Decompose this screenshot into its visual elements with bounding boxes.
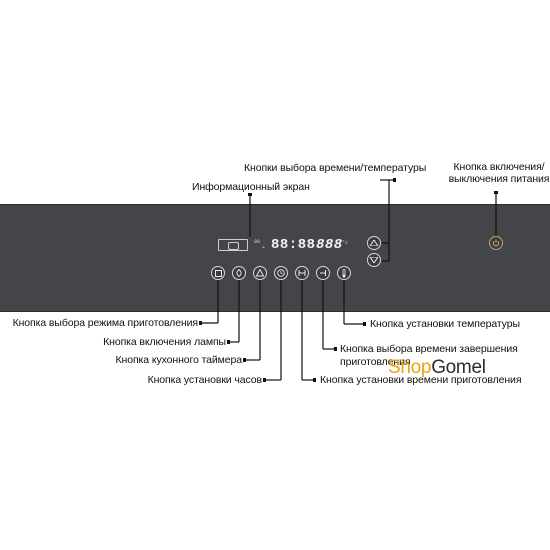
mode-indicator-icon bbox=[218, 239, 248, 251]
lamp-button[interactable] bbox=[232, 266, 246, 280]
temp-up-button[interactable] bbox=[367, 236, 381, 250]
clock-icon bbox=[277, 269, 285, 277]
display-time: 88:88 bbox=[271, 237, 316, 253]
square-icon bbox=[214, 269, 222, 277]
time-temp-select-label: Кнопки выбора времени/температуры bbox=[244, 162, 427, 174]
lamp-icon bbox=[236, 269, 242, 277]
temp-down-button[interactable] bbox=[367, 253, 381, 267]
kitchen-timer-button[interactable] bbox=[253, 266, 267, 280]
duration-icon bbox=[298, 270, 306, 276]
kitchen-timer-label: Кнопка кухонного таймера bbox=[115, 354, 243, 366]
up-arrow-icon bbox=[370, 240, 378, 246]
end-time-icon bbox=[320, 270, 326, 276]
control-panel bbox=[0, 204, 550, 312]
logo-part-shop: Shop bbox=[388, 357, 432, 378]
power-label: Кнопка включения/ выключения питания bbox=[448, 161, 550, 185]
display-mini-symbol: + bbox=[262, 245, 266, 251]
end-time-button[interactable] bbox=[316, 266, 330, 280]
info-screen: 88 + 88:88 888 °c bbox=[218, 237, 350, 253]
display-units: °c bbox=[342, 240, 349, 246]
display-mini-indicator: 88 bbox=[254, 239, 261, 245]
bell-icon bbox=[256, 269, 264, 277]
power-icon bbox=[492, 239, 500, 247]
logo-part-gomel: Gomel bbox=[431, 357, 486, 378]
temperature-label: Кнопка установки температуры bbox=[370, 318, 520, 330]
thermometer-icon bbox=[342, 268, 346, 277]
cook-mode-label: Кнопка выбора режима приготовления bbox=[12, 317, 199, 329]
lamp-label: Кнопка включения лампы bbox=[103, 336, 226, 348]
power-button[interactable] bbox=[489, 236, 503, 250]
cook-time-button[interactable] bbox=[295, 266, 309, 280]
cook-mode-button[interactable] bbox=[211, 266, 225, 280]
cook-time-label: Кнопка установки времени приготовления bbox=[320, 374, 522, 386]
info-screen-label: Информационный экран bbox=[192, 181, 310, 193]
shopgomel-logo: ShopGomel bbox=[388, 357, 486, 379]
clock-button[interactable] bbox=[274, 266, 288, 280]
clock-label: Кнопка установки часов bbox=[147, 374, 263, 386]
temperature-button[interactable] bbox=[337, 266, 351, 280]
display-temperature: 888 bbox=[316, 237, 343, 253]
down-arrow-icon bbox=[370, 257, 378, 263]
end-time-label: Кнопка выбора времени завершения пригото… bbox=[340, 343, 518, 368]
